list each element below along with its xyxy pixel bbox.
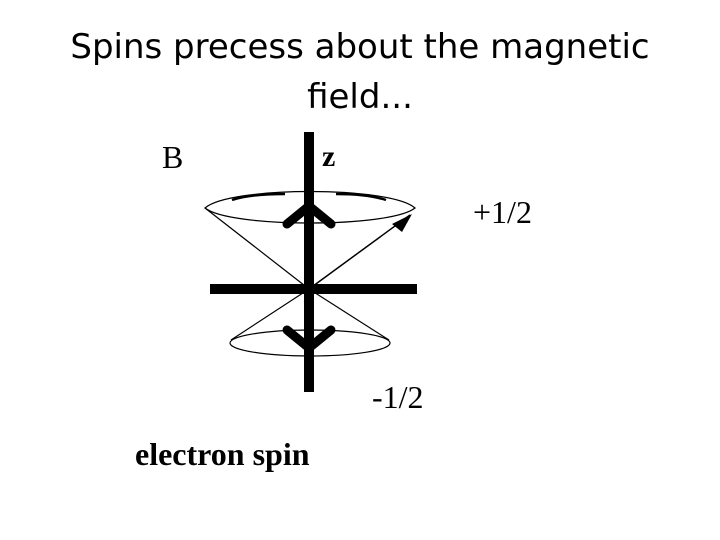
upper-cone-left-edge xyxy=(204,207,310,290)
upper-front-arc-left xyxy=(231,192,286,202)
lower-cone-right-edge xyxy=(308,288,390,341)
spin-up-arrowhead xyxy=(282,201,336,229)
caption-electron-spin: electron spin xyxy=(135,436,310,472)
spin-down-arrowhead xyxy=(282,325,336,353)
lower-precession-ellipse xyxy=(229,329,391,357)
axis-label-z: z xyxy=(322,140,335,173)
spin-down-label: -1/2 xyxy=(372,379,424,415)
lower-cone-left-edge xyxy=(230,288,310,341)
spin-up-label: +1/2 xyxy=(473,194,532,230)
spin-up-vector xyxy=(308,214,411,290)
spin-vector-arrowhead xyxy=(392,214,412,232)
lower-precession-cone xyxy=(229,288,391,357)
upper-front-arc-right xyxy=(335,192,387,202)
upper-precession-cone xyxy=(204,190,416,290)
field-label-b: B xyxy=(162,139,183,175)
